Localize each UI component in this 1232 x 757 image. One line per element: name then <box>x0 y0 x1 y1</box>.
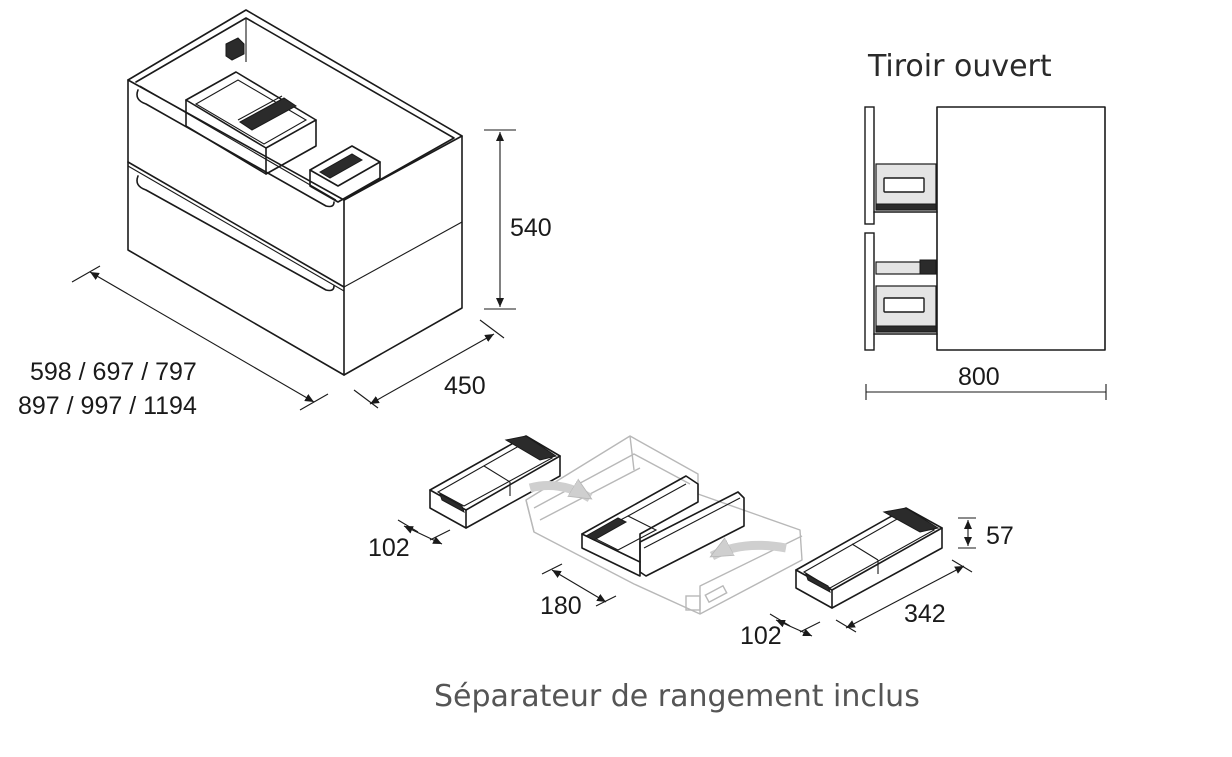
cabinet-inner-tray-left <box>185 71 317 175</box>
tray-depth-left-label: 102 <box>368 534 410 562</box>
organizer-tray-right <box>795 507 943 609</box>
bottom-drawer-handle <box>136 175 335 292</box>
tray-width-right-label: 342 <box>904 600 946 628</box>
open-depth-label: 800 <box>958 363 1000 391</box>
tray-depth-left-dimension: 102 <box>368 519 451 562</box>
insert-arrow-left <box>528 486 590 502</box>
caption: Séparateur de rangement inclus <box>434 679 920 714</box>
drawer-open-title: Tiroir ouvert <box>867 49 1052 84</box>
insert-arrow-right <box>712 545 787 561</box>
width-dimension: 598 / 697 / 797 897 / 997 / 1194 <box>18 265 329 420</box>
open-depth-dimension: 800 <box>865 363 1107 400</box>
tray-width-mid-label: 180 <box>540 592 582 620</box>
open-drawer-perspective <box>525 435 803 615</box>
tray-width-mid-dimension: 180 <box>540 563 617 620</box>
height-dimension: 540 <box>484 129 552 310</box>
cabinet-inner-tray-right <box>309 145 381 203</box>
tray-height-label: 57 <box>986 522 1014 550</box>
tray-height-dimension: 57 <box>958 517 1014 550</box>
tray-width-right-dimension: 342 <box>835 559 973 633</box>
hinge-bracket <box>225 37 245 61</box>
cabinet-side-panel <box>936 106 1106 351</box>
width-label-line2: 897 / 997 / 1194 <box>18 392 197 420</box>
height-label: 540 <box>510 214 552 242</box>
depth-label: 450 <box>444 372 486 400</box>
open-drawer-side-view <box>864 106 1106 351</box>
top-drawer-handle <box>136 89 335 208</box>
depth-dimension: 450 <box>353 319 505 409</box>
tray-depth-right-label: 102 <box>740 622 782 650</box>
width-label-line1: 598 / 697 / 797 <box>30 358 197 386</box>
organizer-tray-left <box>429 435 561 529</box>
cabinet-drawing <box>127 9 463 376</box>
tray-depth-right-dimension: 102 <box>740 613 821 650</box>
